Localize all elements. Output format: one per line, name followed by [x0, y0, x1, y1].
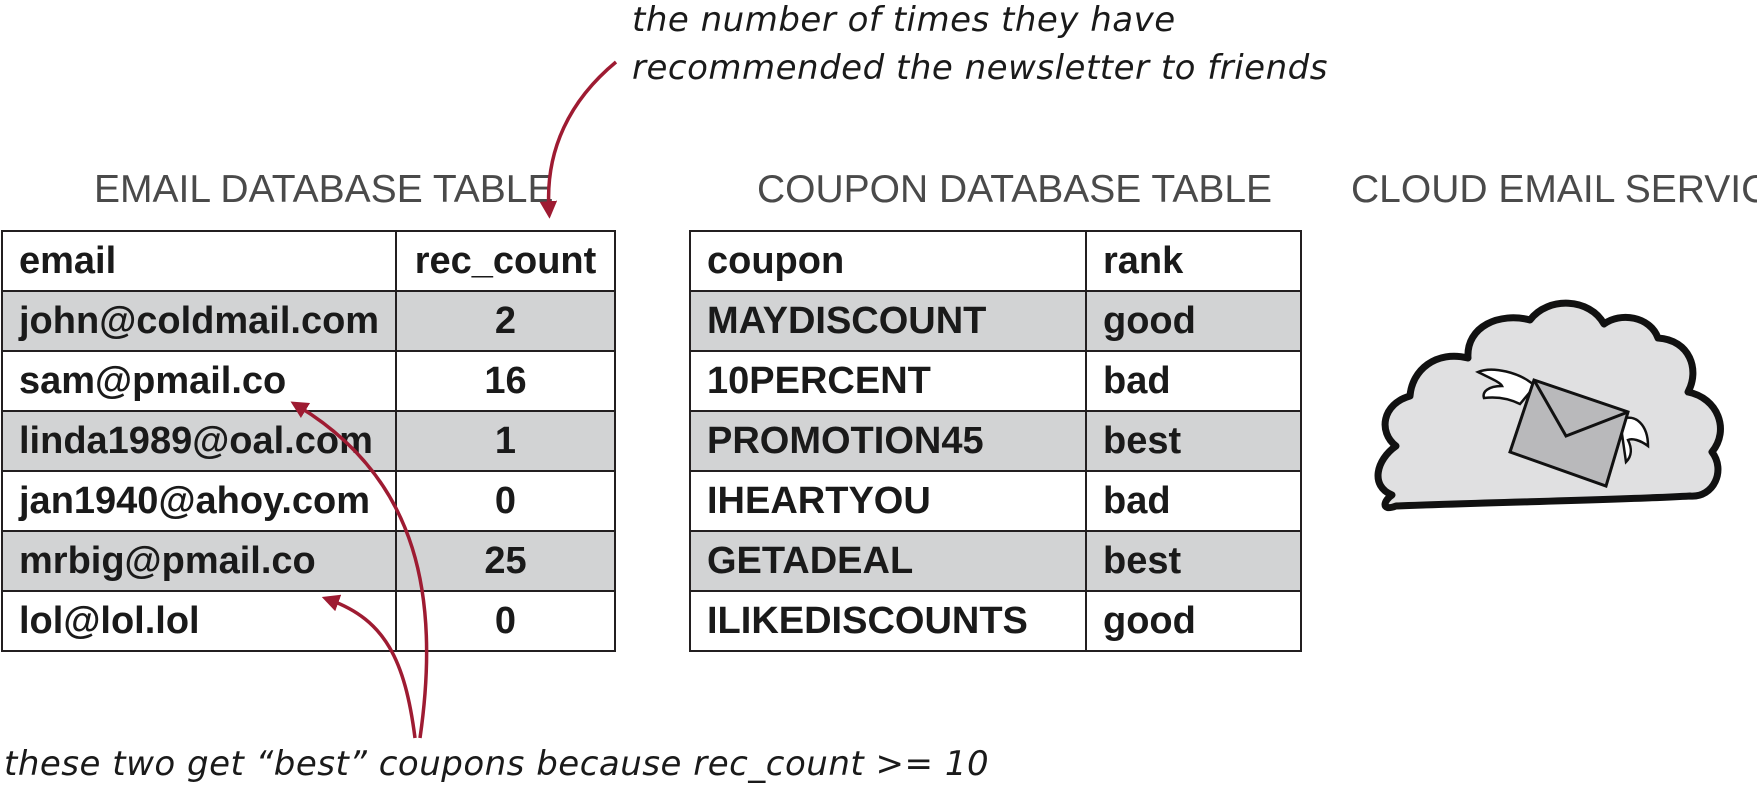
coupon-cell: PROMOTION45: [689, 410, 1087, 472]
coupon-table-title: COUPON DATABASE TABLE: [757, 168, 1273, 211]
rec-count-cell: 2: [395, 290, 616, 352]
coupon-cell: 10PERCENT: [689, 350, 1087, 412]
email-cell: sam@pmail.co: [1, 350, 397, 412]
coupon-database-table: coupon rank MAYDISCOUNT good 10PERCENT b…: [689, 230, 1302, 652]
rank-cell: bad: [1085, 350, 1302, 412]
email-cell: mrbig@pmail.co: [1, 530, 397, 592]
table-row: ILIKEDISCOUNTS good: [689, 590, 1302, 652]
table-row: GETADEAL best: [689, 530, 1302, 592]
table-row: 10PERCENT bad: [689, 350, 1302, 412]
rank-cell: bad: [1085, 470, 1302, 532]
coupon-cell: ILIKEDISCOUNTS: [689, 590, 1087, 652]
table-row: MAYDISCOUNT good: [689, 290, 1302, 352]
coupon-cell: MAYDISCOUNT: [689, 290, 1087, 352]
cloud-winged-envelope-icon: [1374, 299, 1724, 512]
column-header-coupon: coupon: [689, 230, 1087, 292]
coupon-cell: GETADEAL: [689, 530, 1087, 592]
rank-cell: good: [1085, 290, 1302, 352]
email-cell: lol@lol.lol: [1, 590, 397, 652]
email-table-title: EMAIL DATABASE TABLE: [94, 168, 554, 211]
annotation-rec-count-line-2: recommended the newsletter to friends: [632, 48, 1328, 88]
column-header-rank: rank: [1085, 230, 1302, 292]
table-header-row: email rec_count: [1, 230, 616, 292]
arrow-to-rec-count-icon: [539, 60, 618, 219]
table-row: IHEARTYOU bad: [689, 470, 1302, 532]
annotation-rec-count-line-1: the number of times they have: [632, 0, 1176, 40]
column-header-rec-count: rec_count: [395, 230, 616, 292]
table-header-row: coupon rank: [689, 230, 1302, 292]
table-row: lol@lol.lol 0: [1, 590, 616, 652]
rec-count-cell: 25: [395, 530, 616, 592]
rec-count-cell: 0: [395, 590, 616, 652]
email-cell: john@coldmail.com: [1, 290, 397, 352]
rec-count-cell: 16: [395, 350, 616, 412]
email-database-table: email rec_count john@coldmail.com 2 sam@…: [1, 230, 616, 652]
table-row: sam@pmail.co 16: [1, 350, 616, 412]
rank-cell: best: [1085, 530, 1302, 592]
table-row: john@coldmail.com 2: [1, 290, 616, 352]
rank-cell: good: [1085, 590, 1302, 652]
rec-count-cell: 0: [395, 470, 616, 532]
rank-cell: best: [1085, 410, 1302, 472]
table-row: jan1940@ahoy.com 0: [1, 470, 616, 532]
table-row: linda1989@oal.com 1: [1, 410, 616, 472]
email-cell: linda1989@oal.com: [1, 410, 397, 472]
email-cell: jan1940@ahoy.com: [1, 470, 397, 532]
table-row: PROMOTION45 best: [689, 410, 1302, 472]
annotation-best-coupons: these two get “best” coupons because rec…: [4, 744, 990, 784]
coupon-cell: IHEARTYOU: [689, 470, 1087, 532]
cloud-service-title: CLOUD EMAIL SERVICE: [1351, 168, 1757, 211]
rec-count-cell: 1: [395, 410, 616, 472]
table-row: mrbig@pmail.co 25: [1, 530, 616, 592]
column-header-email: email: [1, 230, 397, 292]
